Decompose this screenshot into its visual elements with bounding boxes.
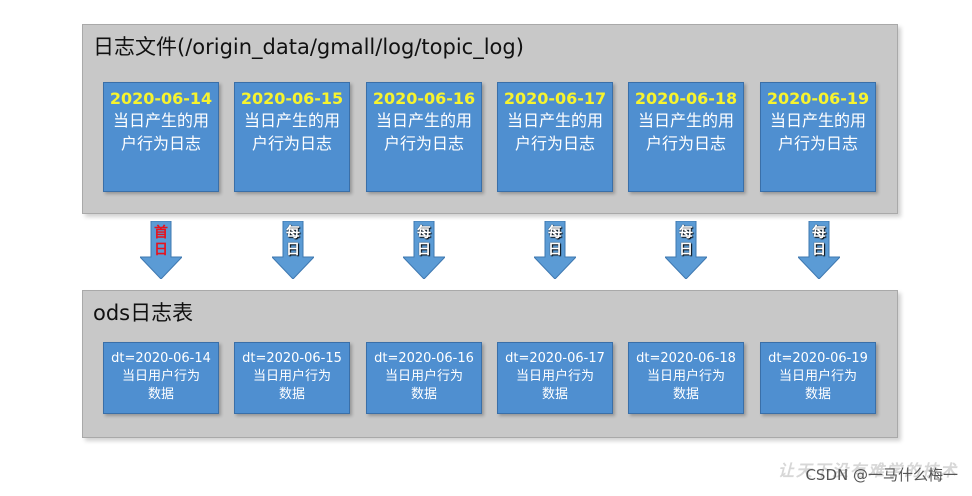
- arrow-label-top: 每: [679, 225, 693, 241]
- log-files-panel: 日志文件(/origin_data/gmall/log/topic_log) 2…: [82, 24, 898, 214]
- log-file-card: 2020-06-16 当日产生的用户行为日志: [366, 82, 482, 192]
- arrow-label-bottom: 日: [548, 242, 562, 258]
- log-file-description: 当日产生的用户行为日志: [769, 111, 866, 153]
- arrow-label: 每日: [798, 225, 840, 259]
- ods-partition-card: dt=2020-06-18 当日用户行为数据: [628, 342, 744, 414]
- down-arrow-icon: [534, 221, 576, 279]
- arrow-label-top: 每: [812, 225, 826, 241]
- ods-partition-card: dt=2020-06-15 当日用户行为数据: [234, 342, 350, 414]
- down-arrow-icon: [272, 221, 314, 279]
- log-file-date: 2020-06-18: [634, 89, 738, 108]
- log-file-date: 2020-06-16: [372, 89, 476, 108]
- ods-partition-card: dt=2020-06-19 当日用户行为数据: [760, 342, 876, 414]
- ods-partition-line2: 当日用户行为: [384, 369, 463, 384]
- ods-partition-line1: dt=2020-06-16: [374, 351, 474, 366]
- arrow-label-top: 每: [548, 225, 562, 241]
- arrow-label-bottom: 日: [417, 242, 431, 258]
- ods-partition-card: dt=2020-06-16 当日用户行为数据: [366, 342, 482, 414]
- log-file-date: 2020-06-14: [109, 89, 213, 108]
- log-file-description: 当日产生的用户行为日志: [375, 111, 472, 153]
- daily-load-arrow: 每日: [272, 221, 314, 279]
- daily-load-arrow: 每日: [403, 221, 445, 279]
- ods-partition-card: dt=2020-06-14 当日用户行为数据: [103, 342, 219, 414]
- watermark-background-text: 让天下没有难学的技术: [777, 461, 958, 480]
- down-arrow-icon: [798, 221, 840, 279]
- log-file-card: 2020-06-15 当日产生的用户行为日志: [234, 82, 350, 192]
- arrow-label: 每日: [534, 225, 576, 259]
- arrow-label: 首日: [140, 225, 182, 259]
- ods-partition-line3: 数据: [672, 387, 699, 402]
- ods-partition-line2: 当日用户行为: [252, 369, 331, 384]
- log-file-description: 当日产生的用户行为日志: [243, 111, 340, 153]
- arrow-label-top: 每: [286, 225, 300, 241]
- log-file-description: 当日产生的用户行为日志: [637, 111, 734, 153]
- log-file-date: 2020-06-17: [503, 89, 607, 108]
- log-file-card: 2020-06-17 当日产生的用户行为日志: [497, 82, 613, 192]
- arrow-label-top: 每: [417, 225, 431, 241]
- arrow-label-bottom: 日: [286, 242, 300, 258]
- arrow-label: 每日: [272, 225, 314, 259]
- down-arrow-icon: [403, 221, 445, 279]
- arrow-label-bottom: 日: [679, 242, 693, 258]
- down-arrow-icon: [665, 221, 707, 279]
- ods-partition-line2: 当日用户行为: [646, 369, 725, 384]
- arrow-label-bottom: 日: [154, 242, 168, 258]
- log-files-title: 日志文件(/origin_data/gmall/log/topic_log): [93, 35, 524, 59]
- ods-partition-line1: dt=2020-06-17: [505, 351, 605, 366]
- first-day-load-arrow: 首日: [140, 221, 182, 279]
- daily-load-arrow: 每日: [665, 221, 707, 279]
- daily-load-arrow: 每日: [534, 221, 576, 279]
- ods-partition-card: dt=2020-06-17 当日用户行为数据: [497, 342, 613, 414]
- ods-partition-line3: 数据: [410, 387, 437, 402]
- log-file-description: 当日产生的用户行为日志: [506, 111, 603, 153]
- daily-load-arrow: 每日: [798, 221, 840, 279]
- ods-table-title: ods日志表: [93, 301, 194, 325]
- ods-partition-line2: 当日用户行为: [778, 369, 857, 384]
- ods-partition-line1: dt=2020-06-19: [768, 351, 868, 366]
- ods-partition-line3: 数据: [278, 387, 305, 402]
- log-file-date: 2020-06-15: [240, 89, 344, 108]
- log-file-card: 2020-06-19 当日产生的用户行为日志: [760, 82, 876, 192]
- arrow-label-top: 首: [154, 225, 168, 241]
- ods-partition-line1: dt=2020-06-15: [242, 351, 342, 366]
- down-arrow-icon: [140, 221, 182, 279]
- ods-partition-line1: dt=2020-06-14: [111, 351, 211, 366]
- log-file-date: 2020-06-19: [766, 89, 870, 108]
- ods-partition-line2: 当日用户行为: [121, 369, 200, 384]
- csdn-watermark: CSDN @一马什么梅一: [805, 466, 958, 484]
- ods-partition-line3: 数据: [804, 387, 831, 402]
- ods-partition-line2: 当日用户行为: [515, 369, 594, 384]
- ods-partition-line1: dt=2020-06-18: [636, 351, 736, 366]
- ods-partition-line3: 数据: [541, 387, 568, 402]
- log-file-card: 2020-06-14 当日产生的用户行为日志: [103, 82, 219, 192]
- arrow-label-bottom: 日: [812, 242, 826, 258]
- log-file-description: 当日产生的用户行为日志: [112, 111, 209, 153]
- ods-partition-line3: 数据: [147, 387, 174, 402]
- arrow-label: 每日: [665, 225, 707, 259]
- log-file-card: 2020-06-18 当日产生的用户行为日志: [628, 82, 744, 192]
- arrow-label: 每日: [403, 225, 445, 259]
